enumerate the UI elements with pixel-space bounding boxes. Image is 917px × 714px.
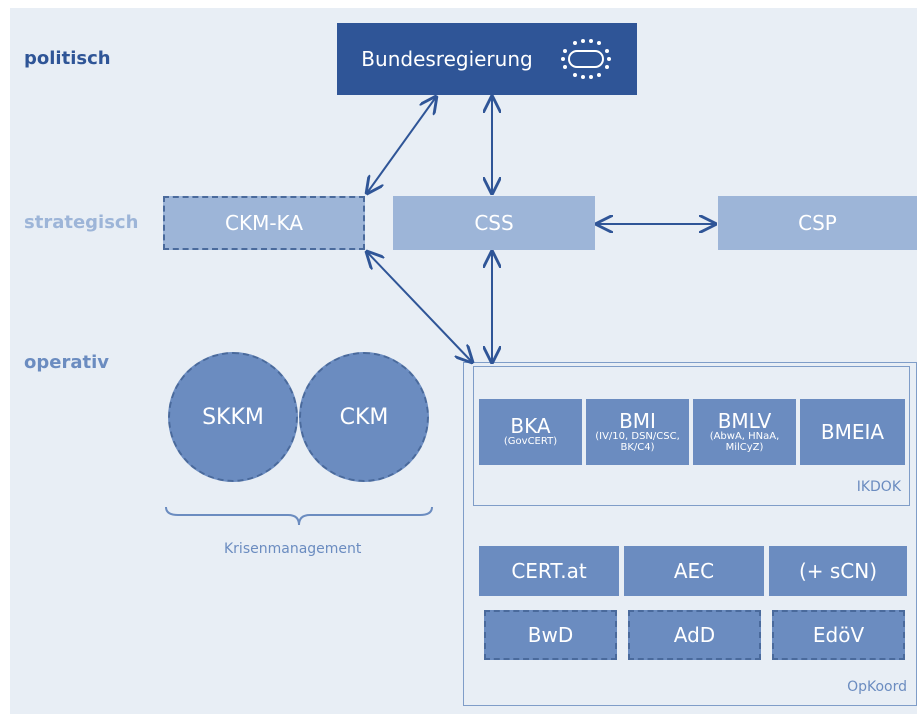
round-table-icon — [560, 39, 611, 79]
ckm-ka-box: CKM-KA — [163, 196, 365, 250]
krisenmanagement-brace — [165, 506, 433, 526]
ckm-circle: CKM — [299, 352, 429, 482]
cert-at-box: CERT.at — [479, 546, 619, 596]
aec-label: AEC — [673, 559, 715, 583]
edov-box: EdöV — [772, 610, 905, 660]
bmi-subtitle: (IV/10, DSN/CSC, BK/C4) — [595, 431, 680, 453]
edov-label: EdöV — [812, 623, 865, 647]
bundesregierung-label: Bundesregierung — [361, 47, 533, 71]
ckm-ka-label: CKM-KA — [225, 211, 303, 235]
bmlv-box: BMLV (AbwA, HNaA, MilCyZ) — [693, 399, 796, 465]
bwd-box: BwD — [484, 610, 617, 660]
cert-at-label: CERT.at — [511, 559, 587, 583]
level-label-political: politisch — [24, 48, 111, 69]
bmi-title: BMI — [619, 409, 656, 433]
csp-box: CSP — [718, 196, 917, 250]
add-label: AdD — [673, 623, 716, 647]
bka-title: BKA — [510, 414, 551, 439]
bka-box: BKA (GovCERT) — [479, 399, 582, 465]
opkoord-label: OpKoord — [847, 679, 907, 695]
bmi-box: BMI (IV/10, DSN/CSC, BK/C4) — [586, 399, 689, 465]
arrow-ckm-ka-operative — [367, 252, 472, 362]
skkm-label: SKKM — [202, 404, 264, 430]
bwd-label: BwD — [527, 623, 574, 647]
scn-box: (+ sCN) — [769, 546, 907, 596]
ckm-label: CKM — [339, 404, 389, 430]
ikdok-group — [473, 366, 910, 506]
bka-subtitle: (GovCERT) — [503, 436, 558, 448]
krisenmanagement-label: Krisenmanagement — [224, 541, 362, 557]
css-box: CSS — [393, 196, 595, 250]
aec-box: AEC — [624, 546, 764, 596]
bmlv-title: BMLV — [717, 409, 772, 433]
skkm-circle: SKKM — [168, 352, 298, 482]
css-label: CSS — [474, 211, 514, 235]
level-label-strategic: strategisch — [24, 212, 139, 233]
level-label-operative: operativ — [24, 352, 109, 373]
arrow-bundesregierung-ckm-ka — [367, 97, 436, 193]
bmeia-box: BMEIA — [800, 399, 905, 465]
csp-label: CSP — [798, 211, 837, 235]
scn-label: (+ sCN) — [798, 559, 878, 583]
add-box: AdD — [628, 610, 761, 660]
bmeia-label: BMEIA — [820, 420, 885, 444]
ikdok-label: IKDOK — [856, 479, 901, 495]
bundesregierung-box: Bundesregierung — [337, 23, 637, 95]
bmlv-subtitle: (AbwA, HNaA, MilCyZ) — [709, 431, 780, 453]
